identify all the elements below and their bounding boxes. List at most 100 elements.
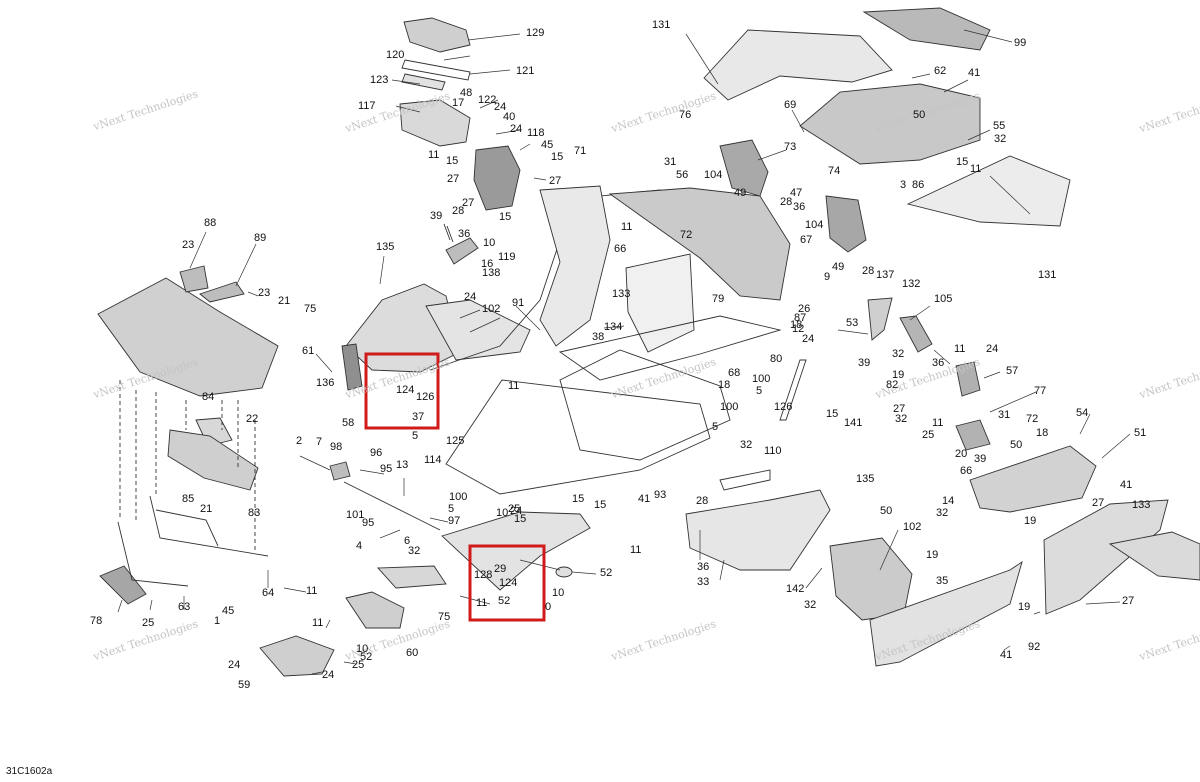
callout: 119 <box>498 251 516 263</box>
callout: 132 <box>902 278 921 290</box>
part-cluster-lower-center <box>259 461 591 677</box>
part-105 <box>899 315 933 353</box>
callout: 58 <box>342 417 355 429</box>
callout: 18 <box>790 319 803 331</box>
part-69 <box>799 83 981 165</box>
callout: 32 <box>936 507 949 519</box>
callout: 59 <box>238 679 251 691</box>
callout: 31 <box>664 156 677 168</box>
callout: 83 <box>248 507 261 519</box>
callout: 88 <box>204 217 217 229</box>
callout: 17 <box>452 97 465 109</box>
part-110 <box>719 469 771 491</box>
callout: 1 <box>214 615 221 627</box>
part-78 <box>99 565 147 605</box>
callout: 124 <box>499 577 518 589</box>
callout: 118 <box>527 127 545 139</box>
callout: 138 <box>482 267 501 279</box>
callout: 20 <box>955 448 968 460</box>
part-104-dash <box>608 187 791 301</box>
part-83 <box>167 429 259 491</box>
callout: 73 <box>784 141 797 153</box>
callout: 41 <box>968 67 981 79</box>
callout: 12 <box>792 323 805 335</box>
callout: 11 <box>630 544 642 556</box>
callout: 69 <box>784 99 797 111</box>
callout: 15 <box>826 408 839 420</box>
callout: 71 <box>574 145 587 157</box>
part-136-rack <box>97 277 279 397</box>
callout: 67 <box>800 234 813 246</box>
callout: 15 <box>594 499 607 511</box>
callout: 24 <box>986 343 999 355</box>
callout: 3 <box>900 179 907 191</box>
callout: 15 <box>446 155 459 167</box>
callout: 97 <box>448 515 461 527</box>
callout: 131 <box>652 19 671 31</box>
part-59 <box>259 635 335 677</box>
callout: 137 <box>876 269 895 281</box>
callout: 32 <box>892 348 905 360</box>
part-74 <box>825 195 867 253</box>
callout: 101 <box>346 509 365 521</box>
callout: 100 <box>752 373 771 385</box>
callout: 36 <box>932 357 945 369</box>
rail-63 <box>117 521 189 587</box>
callout: 48 <box>460 87 473 99</box>
part-73 <box>719 139 769 197</box>
callout: 72 <box>1026 413 1039 425</box>
callout: 105 <box>934 293 953 305</box>
callout: 54 <box>1076 407 1089 419</box>
callout: 5 <box>412 430 419 442</box>
callout: 27 <box>1122 595 1135 607</box>
callout: 45 <box>222 605 235 617</box>
callout: 11 <box>970 163 982 175</box>
callout: 15 <box>956 156 969 168</box>
callout: 125 <box>446 435 465 447</box>
callout: 52 <box>498 595 511 607</box>
callout: 135 <box>376 241 395 253</box>
part-cluster-right <box>685 297 1200 667</box>
callout: 45 <box>541 139 554 151</box>
callout: 11 <box>476 597 488 609</box>
dashed-leaders-left <box>119 380 256 550</box>
part-cluster-left <box>97 265 279 605</box>
callout: 63 <box>178 601 191 613</box>
callout: 80 <box>770 353 783 365</box>
callout: 79 <box>712 293 725 305</box>
callout: 128 <box>474 569 493 581</box>
part-129 <box>403 17 471 53</box>
part-121 <box>401 59 471 81</box>
part-133-spine <box>539 185 611 347</box>
callout: 2 <box>296 435 303 447</box>
callout: 86 <box>912 179 925 191</box>
callout: 117 <box>358 100 376 112</box>
callout: 55 <box>993 120 1006 132</box>
part-134-panel <box>625 253 695 353</box>
callout: 11 <box>954 343 966 355</box>
part-133-right <box>1043 499 1169 615</box>
callout: 36 <box>793 201 806 213</box>
part-102 <box>425 299 531 361</box>
callout: 100 <box>449 491 468 503</box>
callout: 11 <box>312 617 324 629</box>
callout: 21 <box>278 295 291 307</box>
callout: 120 <box>386 49 405 61</box>
part-96 <box>329 461 351 481</box>
callout: 28 <box>862 265 875 277</box>
callout: 62 <box>934 65 947 77</box>
part-66 <box>969 445 1097 513</box>
callout: 102 <box>903 521 922 533</box>
callout: 51 <box>1134 427 1147 439</box>
callout: 47 <box>790 187 803 199</box>
callout: 28 <box>696 495 709 507</box>
rail-64 <box>149 495 269 557</box>
callout: 36 <box>458 228 471 240</box>
part-119 <box>445 237 479 265</box>
callout: 18 <box>1036 427 1049 439</box>
callout: 77 <box>1034 385 1047 397</box>
callout: 104 <box>704 169 723 181</box>
callout: 15 <box>572 493 585 505</box>
callout: 39 <box>974 453 987 465</box>
callout: 7 <box>316 436 323 448</box>
